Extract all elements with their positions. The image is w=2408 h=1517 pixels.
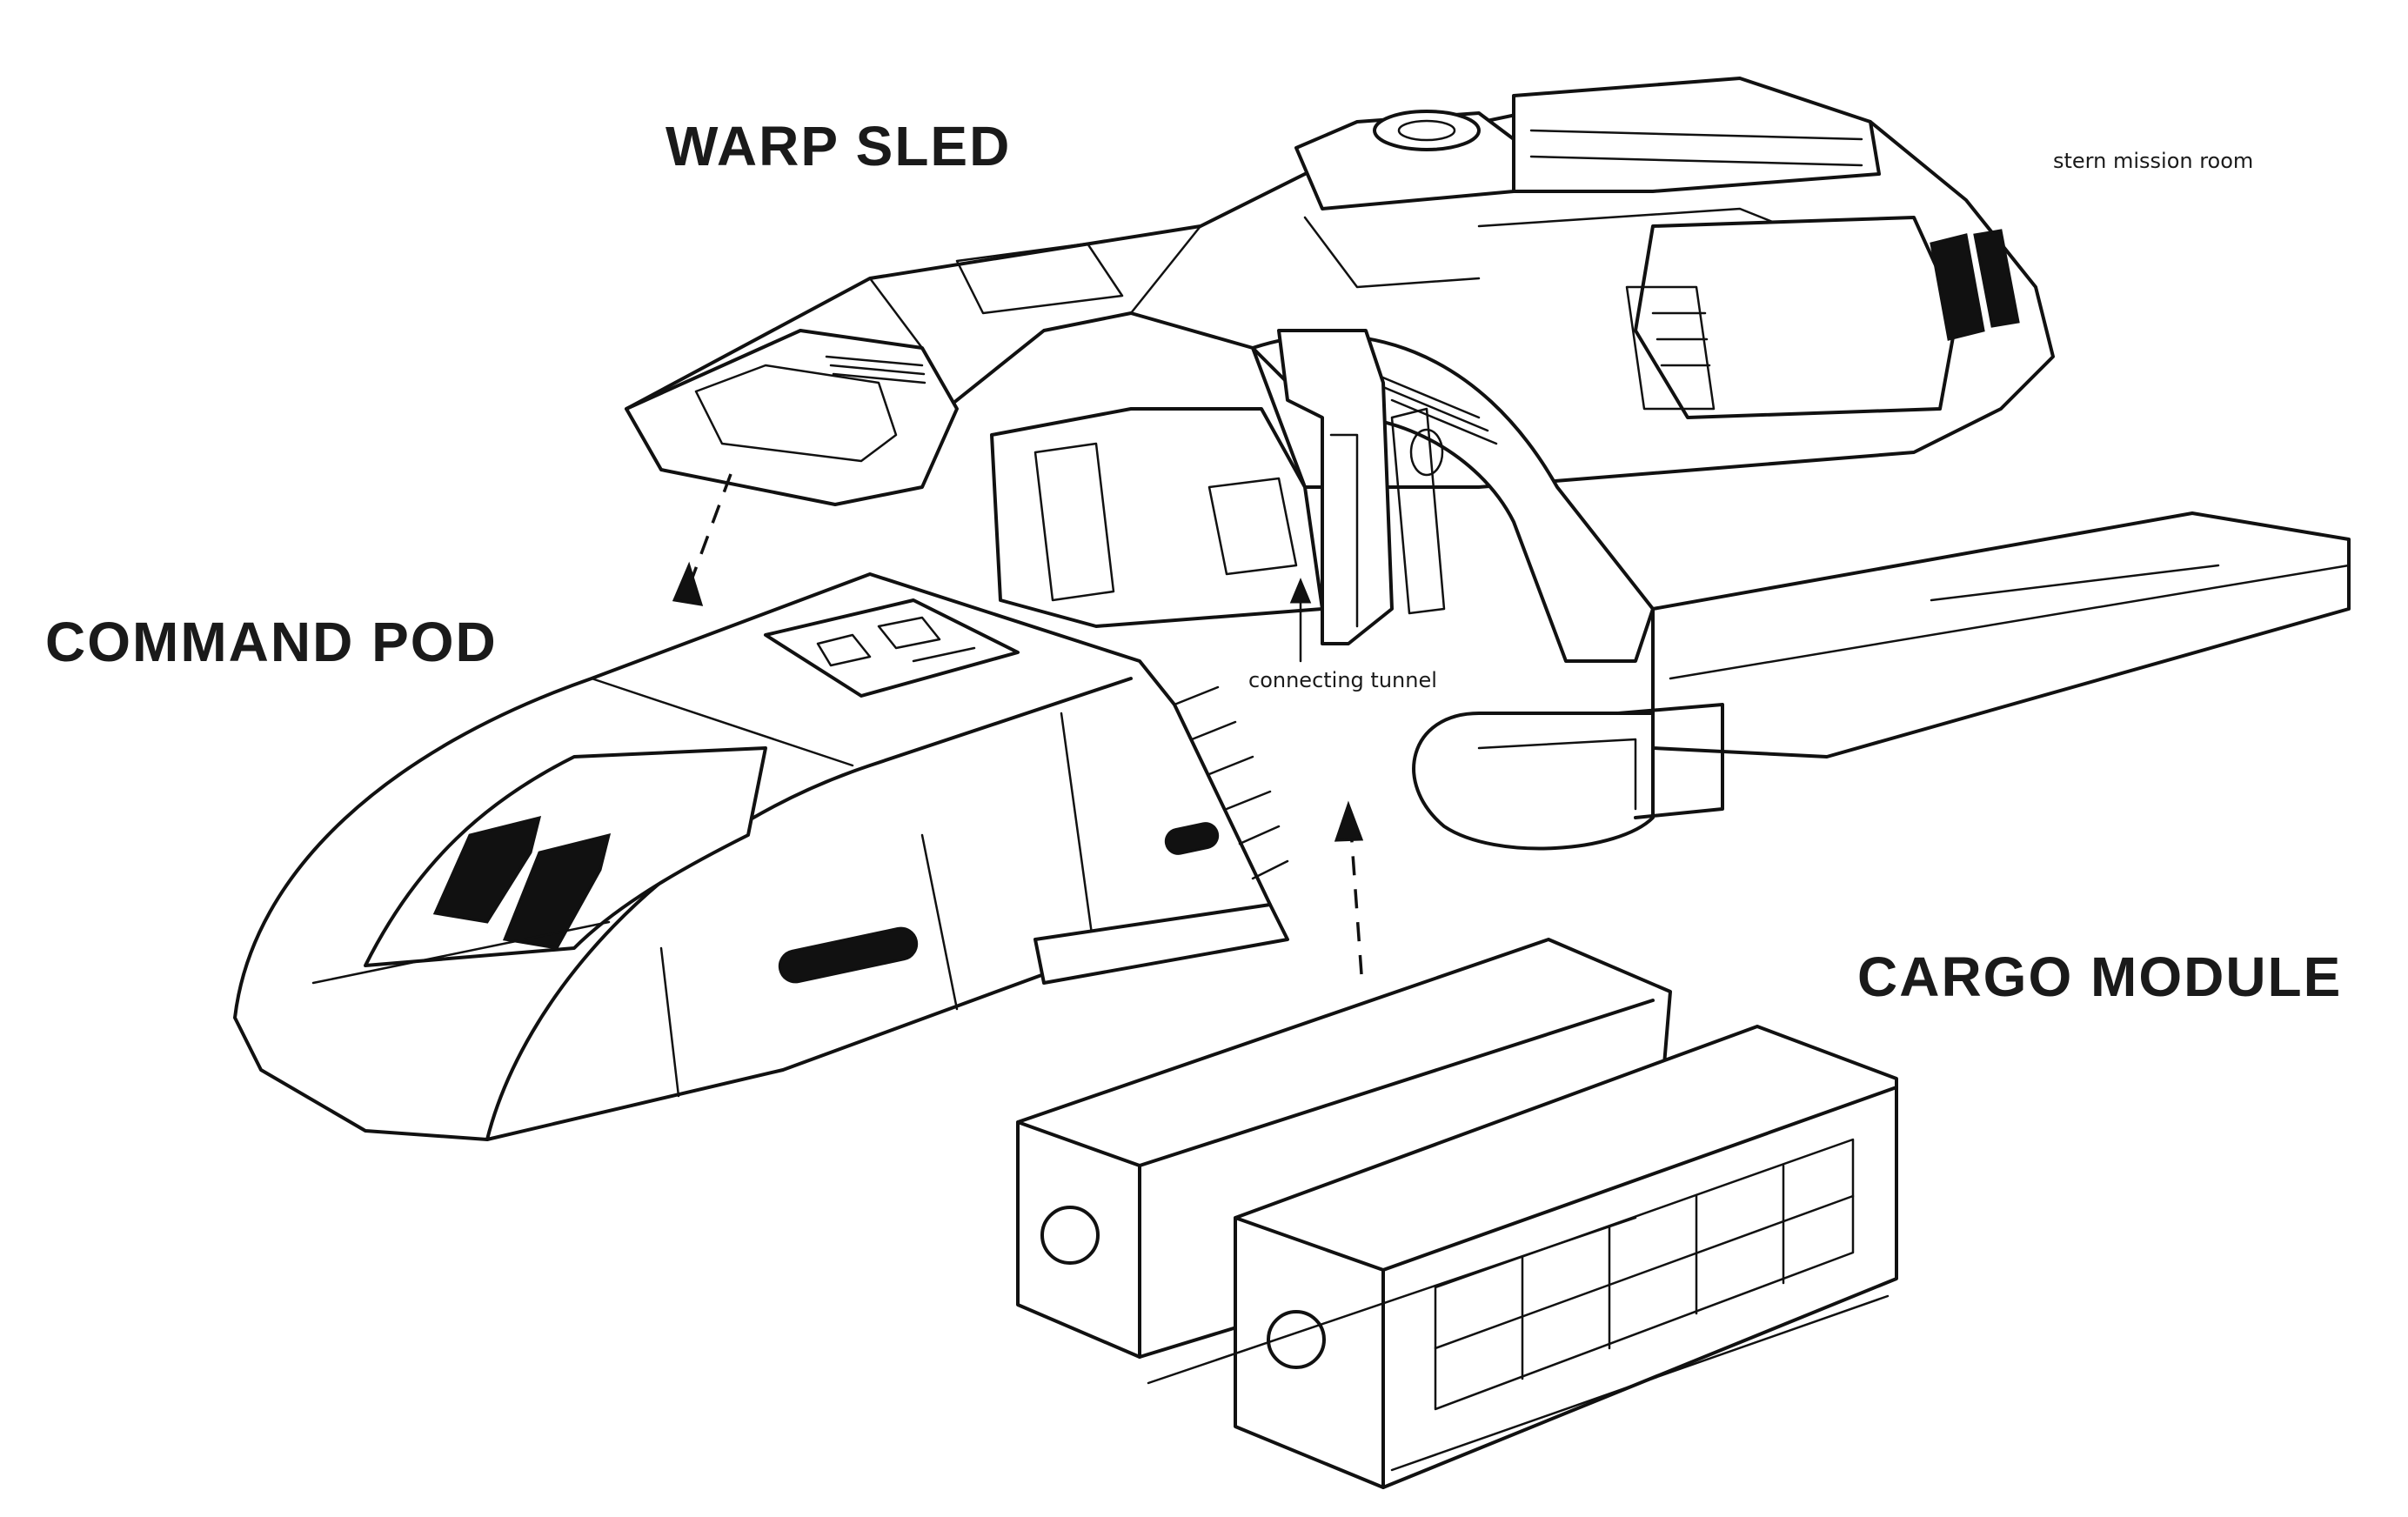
cargo-grid-lines bbox=[1434, 1164, 1855, 1380]
label-stern-mission-room: stern mission room bbox=[2053, 149, 2253, 173]
cargo-module-drawing bbox=[1016, 938, 1898, 1489]
assembly-arrows bbox=[672, 473, 1364, 975]
label-connecting-tunnel: connecting tunnel bbox=[1248, 668, 1437, 692]
arrow-warp-to-pod bbox=[686, 473, 732, 592]
cargo-skid-tracks bbox=[1147, 1216, 1890, 1472]
label-command-pod: COMMAND POD bbox=[45, 611, 498, 673]
command-pod-drawing bbox=[233, 572, 1289, 1141]
nose-vent-stripes bbox=[825, 355, 926, 384]
label-cargo-module: CARGO MODULE bbox=[1857, 946, 2342, 1008]
arch-vent-pattern bbox=[1373, 372, 1498, 445]
warp-sled-drawing bbox=[625, 77, 2351, 851]
arrow-cargo-to-sled bbox=[1348, 817, 1363, 975]
side-window-grid bbox=[1651, 311, 1711, 367]
stern-ribs bbox=[1173, 685, 1289, 880]
label-warp-sled: WARP SLED bbox=[666, 115, 1011, 177]
